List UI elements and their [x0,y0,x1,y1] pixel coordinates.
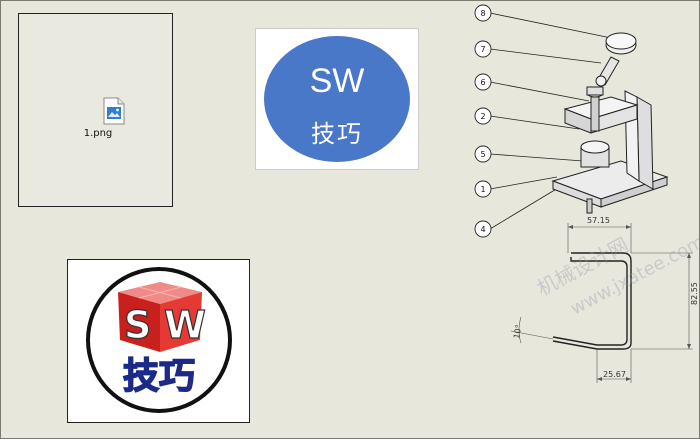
dim-top-width[interactable]: 57.15 [587,216,610,225]
sw-cube-logo: S W 技巧 [86,267,232,413]
balloon-label: 4 [480,225,485,234]
balloon-label: 1 [480,185,485,194]
balloon-6[interactable] [474,73,492,91]
sw-badge-subtitle: 技巧 [311,120,363,148]
logo-letter-s: S [124,303,151,347]
dim-bottom-width[interactable]: 25.67 [603,370,626,379]
image-frame-sw-badge[interactable]: SW 技巧 [255,28,419,170]
balloon-2[interactable] [474,107,492,125]
image-frame-file[interactable]: 1.png [18,13,173,207]
balloon-7[interactable] [474,40,492,58]
balloon-label: 2 [480,112,485,121]
image-file-icon[interactable] [102,97,126,125]
image-frame-logo[interactable]: S W 技巧 [67,259,250,423]
dim-height[interactable]: 82.55 [690,282,699,305]
balloon-4[interactable] [474,220,492,238]
bracket-profile [552,257,628,346]
balloon-1[interactable] [474,180,492,198]
assembly-isometric-view[interactable]: 8 7 6 2 5 1 4 [461,1,699,241]
dim-angle[interactable]: 10° [512,324,523,340]
sw-badge-circle: SW 技巧 [264,36,410,162]
cube-left-face [118,292,160,352]
balloon-label: 5 [480,150,485,159]
balloon-label: 6 [480,78,485,87]
file-name-label: 1.png [83,128,113,139]
clamp-assembly [551,32,669,214]
logo-text: 技巧 [123,356,195,397]
balloon-label: 7 [480,45,485,54]
logo-letter-w: W [164,303,206,347]
balloon-5[interactable] [474,145,492,163]
cube-right-face [160,292,202,352]
balloon-8[interactable] [474,4,492,22]
sw-badge-title: SW [309,62,365,100]
profile-drawing-view[interactable]: 57.15 82.55 25.67 10° [501,209,699,389]
balloon-label: 8 [480,9,485,18]
